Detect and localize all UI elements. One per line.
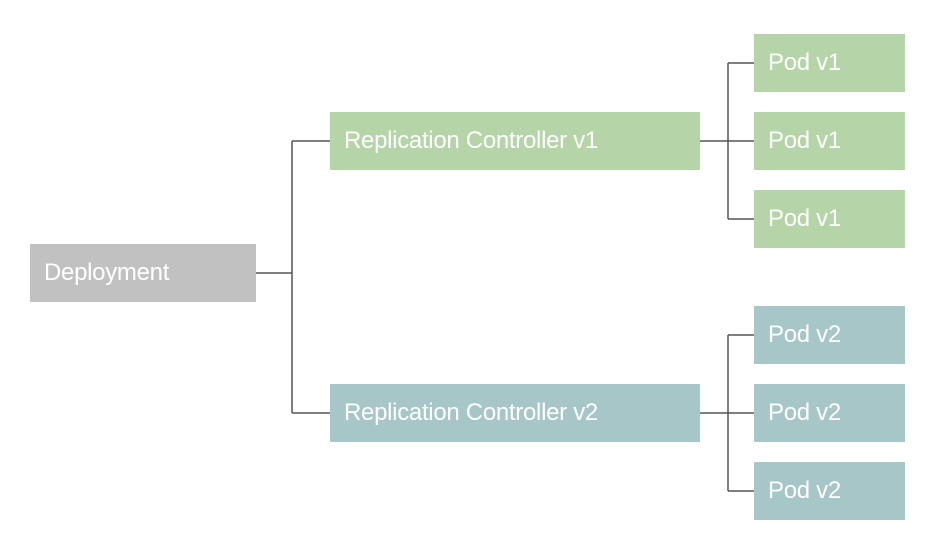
replication-controller-v2-label: Replication Controller v2 — [344, 399, 598, 426]
replication-controller-v1-label: Replication Controller v1 — [344, 127, 598, 154]
pod-v2-label: Pod v2 — [768, 321, 841, 348]
pod-v1-node: Pod v1 — [754, 112, 905, 170]
pod-v2-node: Pod v2 — [754, 462, 905, 520]
pod-v1-node: Pod v1 — [754, 190, 905, 248]
pod-v2-label: Pod v2 — [768, 477, 841, 504]
pod-v1-label: Pod v1 — [768, 205, 841, 232]
pod-v1-node: Pod v1 — [754, 34, 905, 92]
pod-v2-node: Pod v2 — [754, 384, 905, 442]
pod-v1-label: Pod v1 — [768, 127, 841, 154]
deployment-label: Deployment — [44, 259, 170, 286]
deployment-node: Deployment — [30, 244, 256, 302]
pod-v1-label: Pod v1 — [768, 49, 841, 76]
replication-controller-v1-node: Replication Controller v1 — [330, 112, 700, 170]
pod-v2-label: Pod v2 — [768, 399, 841, 426]
replication-controller-v2-node: Replication Controller v2 — [330, 384, 700, 442]
pod-v2-node: Pod v2 — [754, 306, 905, 364]
